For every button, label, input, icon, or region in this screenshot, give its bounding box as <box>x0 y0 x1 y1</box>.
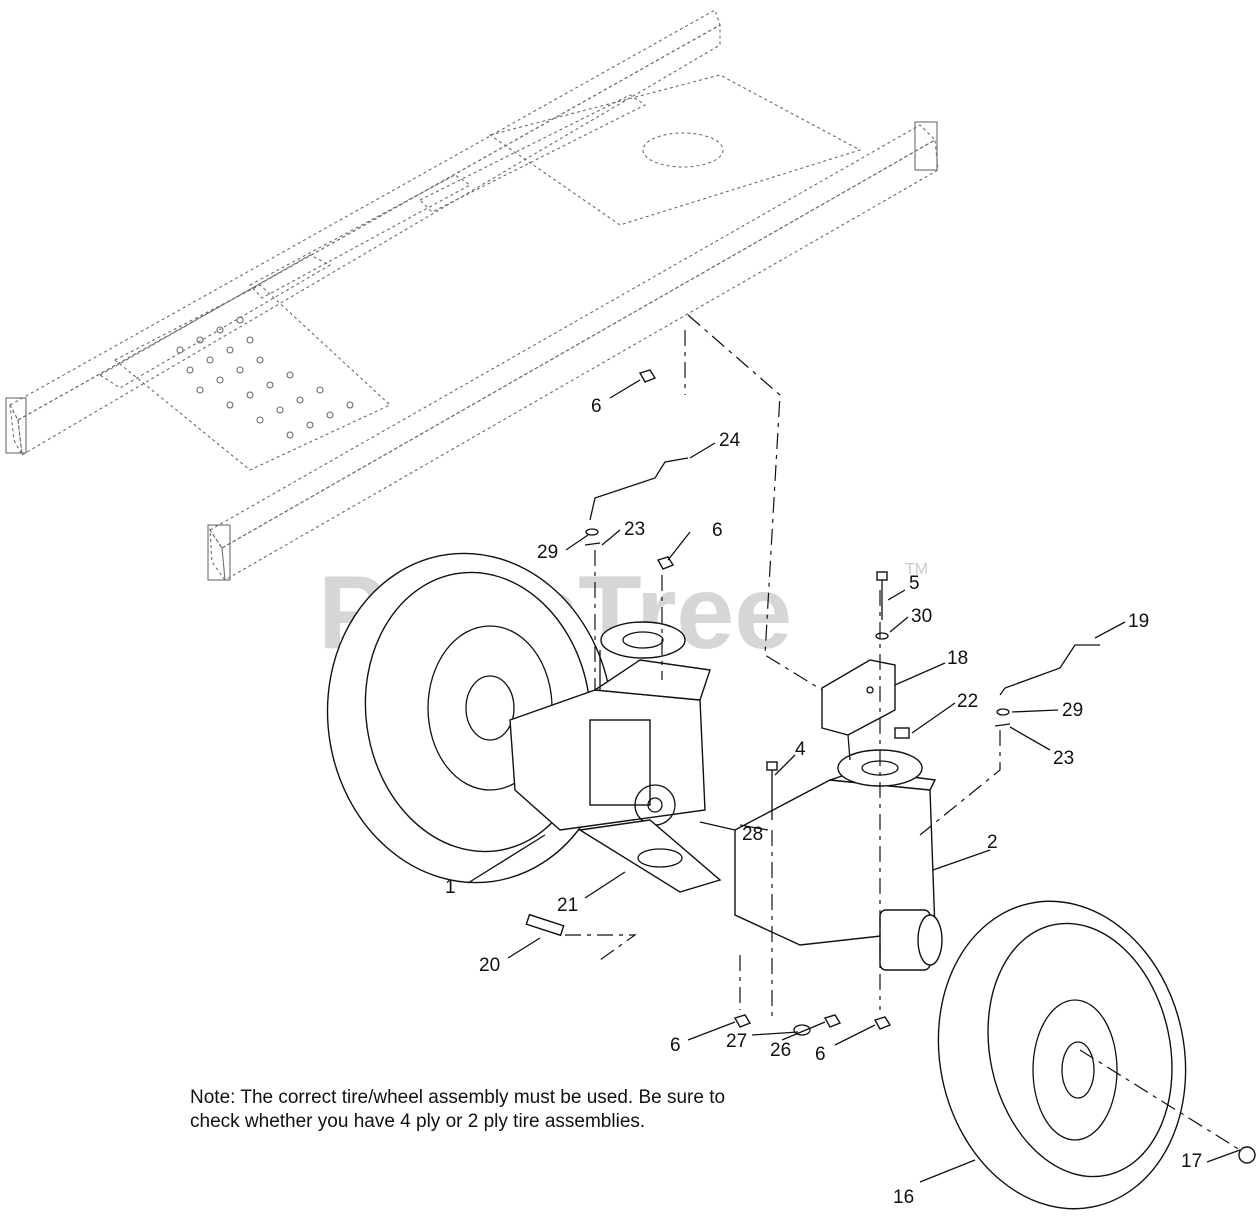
callout-29b: 29 <box>1062 700 1083 721</box>
callout-4: 4 <box>795 739 806 760</box>
callout-6a: 6 <box>591 396 602 417</box>
frame-chassis <box>5 9 939 582</box>
callout-16: 16 <box>893 1187 914 1208</box>
callout-labels: 1 2 4 5 6 6 6 6 16 17 18 19 20 21 22 23 … <box>445 396 1202 1208</box>
left-transaxle <box>509 621 711 831</box>
callout-27: 27 <box>726 1031 747 1052</box>
bracket <box>821 659 896 761</box>
callout-23b: 23 <box>1053 748 1074 769</box>
callout-20: 20 <box>479 955 500 976</box>
mount-plate <box>577 819 722 893</box>
callout-6d: 6 <box>815 1044 826 1065</box>
callout-21: 21 <box>557 895 578 916</box>
callout-6b: 6 <box>712 520 723 541</box>
callout-2: 2 <box>987 832 998 853</box>
callout-22: 22 <box>957 691 978 712</box>
callout-6c: 6 <box>670 1035 681 1056</box>
callout-23a: 23 <box>624 519 645 540</box>
tire-assembly-note: Note: The correct tire/wheel assembly mu… <box>190 1087 726 1132</box>
watermark-tm: TM <box>905 561 928 578</box>
callout-18: 18 <box>947 648 968 669</box>
callout-29a: 29 <box>537 542 558 563</box>
callout-30: 30 <box>911 606 932 627</box>
leader-lines <box>467 379 1241 1183</box>
callout-5: 5 <box>909 573 920 594</box>
callout-19: 19 <box>1128 611 1149 632</box>
right-transaxle <box>734 749 943 971</box>
assembly-lines <box>565 314 1241 1151</box>
hardware <box>525 369 1256 1164</box>
callout-17: 17 <box>1181 1151 1202 1172</box>
floor-pan-holes <box>176 316 354 439</box>
callout-1: 1 <box>445 877 456 898</box>
callout-28: 28 <box>742 824 763 845</box>
callout-24: 24 <box>719 430 741 451</box>
callout-26: 26 <box>770 1040 791 1061</box>
